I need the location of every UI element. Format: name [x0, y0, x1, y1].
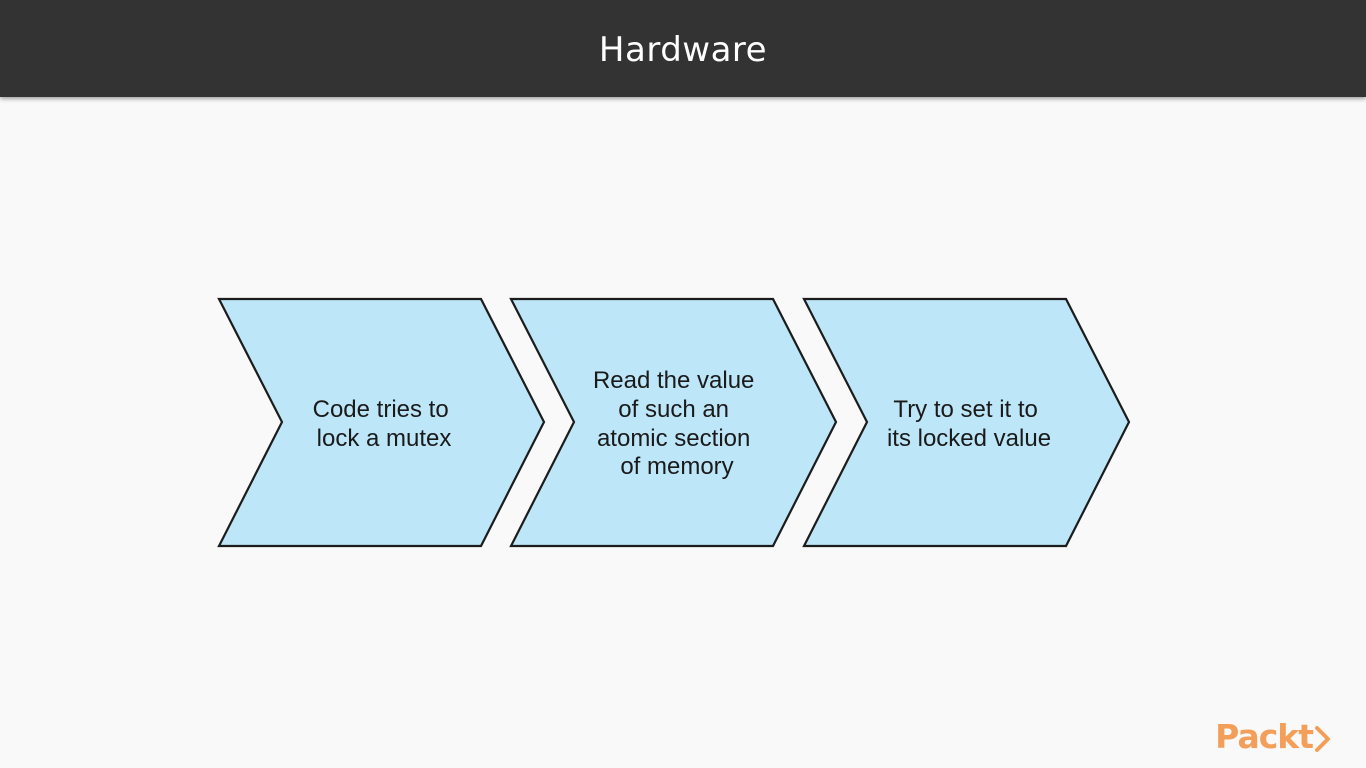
- chevron-shape-2: [509, 297, 838, 548]
- step-1-line-1: Code tries to: [313, 396, 449, 423]
- step-3-line-2: its locked value: [887, 425, 1051, 452]
- header-bar: Hardware: [0, 0, 1366, 97]
- step-2-line-1: Read the value: [593, 367, 754, 394]
- process-step-1: Code tries to lock a mutex: [217, 297, 546, 548]
- step-2-line-2: of such an: [618, 396, 729, 423]
- process-step-2: Read the value of such an atomic section…: [509, 297, 838, 548]
- step-2-text: Read the value of such an atomic section…: [593, 367, 761, 480]
- step-3-line-1: Try to set it to: [893, 396, 1037, 423]
- chevron-right-icon: [1315, 726, 1330, 752]
- step-1-line-2: lock a mutex: [317, 425, 452, 452]
- logo-text: Packt: [1215, 716, 1314, 756]
- step-1-text: Code tries to lock a mutex: [313, 396, 456, 452]
- step-2-line-3: atomic section: [597, 425, 750, 452]
- chevron-shape-3: [802, 297, 1131, 548]
- chevron-shape-1: [217, 297, 546, 548]
- slide-title: Hardware: [598, 29, 768, 70]
- process-step-3: Try to set it to its locked value: [802, 297, 1131, 548]
- step-2-line-4: of memory: [620, 453, 733, 480]
- step-3-text: Try to set it to its locked value: [887, 396, 1051, 452]
- packt-logo: Packt: [1215, 714, 1332, 758]
